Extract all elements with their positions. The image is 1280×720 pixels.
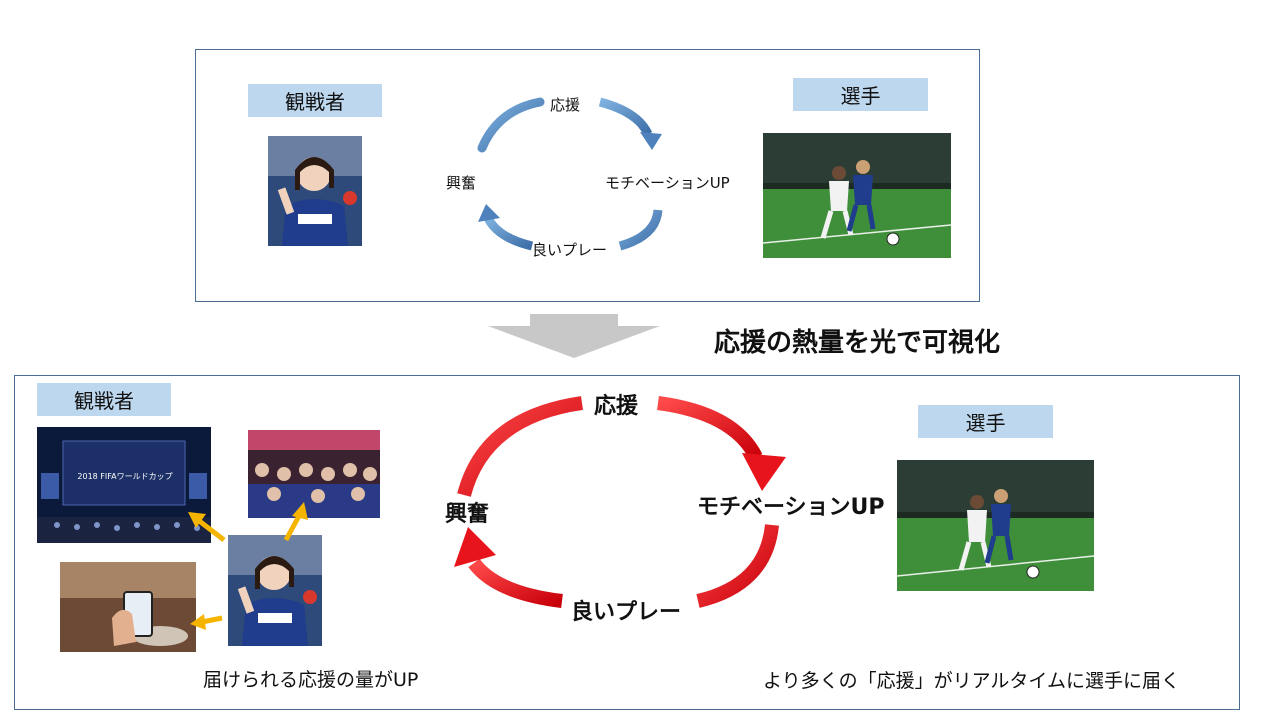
cheering-crowd-image [248, 430, 380, 518]
hand-smartphone-image [60, 562, 196, 652]
crowd-photo [248, 430, 380, 518]
arrow-to-smartphone [190, 614, 223, 630]
headline: 応援の熱量を光で可視化 [714, 328, 1001, 358]
soccer-players-image [897, 460, 1094, 591]
bottom-spectator-photo [228, 535, 322, 646]
bottom-player-photo [897, 460, 1094, 591]
top-arrow-bottom-right [618, 209, 663, 251]
fan-girl-image [268, 136, 362, 246]
public-viewing-image [37, 427, 211, 543]
bottom-spectator-label: 観戦者 [37, 383, 171, 416]
top-cycle-support: 応援 [550, 96, 581, 114]
top-cycle-excitement: 興奮 [446, 174, 477, 192]
bottom-arrow-bottom-right [696, 524, 779, 608]
down-arrow [488, 314, 660, 358]
top-cycle-arrows [477, 97, 663, 251]
top-arrow-top-right [598, 97, 653, 137]
bottom-arrow-bottom-left [468, 558, 563, 608]
top-player-photo [763, 133, 951, 258]
top-spectator-photo [268, 136, 362, 246]
arrow-to-venue [188, 512, 226, 542]
venue-photo: 2018 FIFAワールドカップ [37, 427, 211, 543]
bottom-cycle-support: 応援 [594, 394, 639, 419]
top-cycle-motivation: モチベーションUP [605, 174, 730, 192]
top-cycle-good-play: 良いプレー [532, 241, 608, 259]
bottom-player-label: 選手 [918, 405, 1053, 438]
bottom-arrow-top-left [457, 396, 583, 497]
top-arrow-top-left [477, 97, 545, 153]
bottom-cycle-arrows [454, 396, 786, 608]
fan-girl-image [228, 535, 322, 646]
smartphone-photo [60, 562, 196, 652]
top-arrow-bottom-left [483, 215, 534, 251]
bottom-arrow-top-right [657, 396, 763, 461]
arrow-to-crowd [283, 502, 308, 542]
bottom-cycle-motivation: モチベーションUP [697, 495, 885, 520]
soccer-players-image [763, 133, 951, 258]
top-spectator-label: 観戦者 [248, 84, 382, 117]
bottom-cycle-excitement: 興奮 [445, 502, 490, 527]
top-player-label: 選手 [793, 78, 928, 111]
caption-right: より多くの「応援」がリアルタイムに選手に届く [763, 670, 1181, 692]
pointer-arrows [188, 502, 308, 630]
venue-screen-text: 2018 FIFAワールドカップ [77, 472, 173, 481]
bottom-cycle-good-play: 良いプレー [571, 600, 682, 625]
caption-left: 届けられる応援の量がUP [203, 669, 419, 691]
